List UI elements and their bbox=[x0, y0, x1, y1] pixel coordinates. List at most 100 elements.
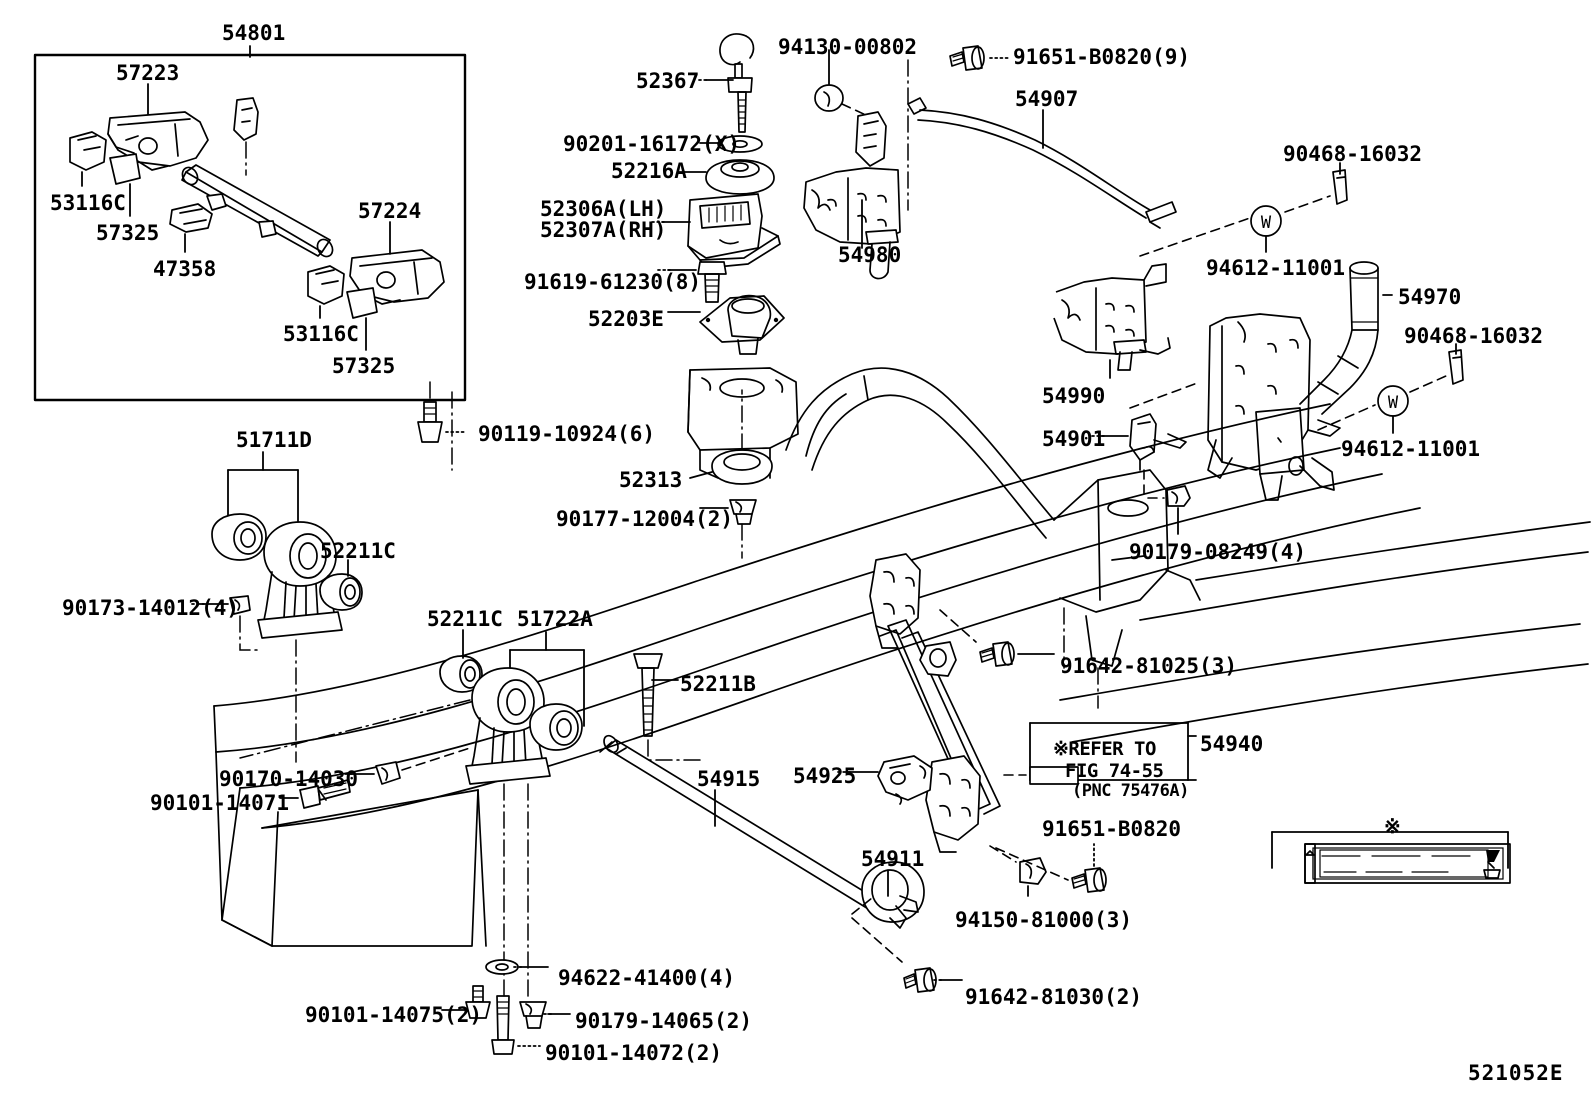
part-53116C-right bbox=[307, 265, 345, 305]
hanger-bracket-51722A bbox=[465, 667, 551, 785]
label-90201-16172: 90201-16172(X) bbox=[563, 132, 741, 156]
part-90101-14075 bbox=[465, 985, 491, 1019]
label-90101-14075: 90101-14075(2) bbox=[305, 1003, 483, 1027]
part-91651-B0820 bbox=[1071, 867, 1107, 893]
part-94622-41400 bbox=[485, 959, 519, 975]
part-90468-16032-upper bbox=[1332, 169, 1348, 205]
label-54925: 54925 bbox=[793, 764, 857, 788]
part-90177-12004 bbox=[729, 499, 757, 525]
label-52306A-LH: 52306A(LH) bbox=[540, 197, 667, 221]
part-91642-81030 bbox=[903, 967, 937, 993]
part-54980 bbox=[803, 111, 901, 280]
asterisk-inset-box bbox=[1271, 831, 1511, 884]
label-51722A: 51722A bbox=[517, 607, 593, 631]
label-54801: 54801 bbox=[222, 21, 286, 45]
part-54990 bbox=[1053, 263, 1171, 371]
part-52203E bbox=[699, 294, 785, 355]
part-90170-14030 bbox=[375, 761, 401, 785]
label-54911: 54911 bbox=[861, 847, 925, 871]
label-90119-10924: 90119-10924(6) bbox=[478, 422, 656, 446]
refer-note-line3: (PNC 75476A) bbox=[1072, 781, 1189, 801]
label-90101-14071: 90101-14071 bbox=[150, 791, 290, 815]
part-47358 bbox=[169, 203, 213, 233]
sheet-code: 521052E bbox=[1468, 1061, 1564, 1085]
svg-text:W: W bbox=[1388, 393, 1399, 413]
label-54915: 54915 bbox=[697, 767, 761, 791]
label-52367: 52367 bbox=[636, 69, 700, 93]
label-54901: 54901 bbox=[1042, 427, 1106, 451]
label-54940: 54940 bbox=[1200, 732, 1264, 756]
part-51722A-group bbox=[439, 629, 585, 785]
label-94130-00802: 94130-00802 bbox=[778, 35, 918, 59]
label-54970: 54970 bbox=[1398, 285, 1462, 309]
label-94622-41400: 94622-41400(4) bbox=[558, 966, 736, 990]
part-57223 bbox=[107, 111, 209, 171]
refer-note-line2: FIG 74-55 bbox=[1065, 760, 1164, 782]
label-94612-11001-lower: 94612-11001 bbox=[1341, 437, 1481, 461]
part-54901 bbox=[1129, 413, 1187, 471]
label-91642-81025: 91642-81025(3) bbox=[1060, 654, 1238, 678]
vehicle-body-structure bbox=[213, 367, 1591, 947]
label-90468-16032-upper: 90468-16032 bbox=[1283, 142, 1423, 166]
part-52211C-c bbox=[529, 703, 583, 751]
svg-text:W: W bbox=[1261, 213, 1272, 233]
label-52216A: 52216A bbox=[611, 159, 687, 183]
part-handle-bracket bbox=[1207, 313, 1341, 501]
refer-callout-54940 bbox=[1003, 722, 1197, 785]
part-52367 bbox=[719, 33, 755, 133]
part-54925 bbox=[877, 755, 933, 805]
label-57325-left: 57325 bbox=[96, 221, 160, 245]
label-94150-81000: 94150-81000(3) bbox=[955, 908, 1133, 932]
asterisk-mark: ※ bbox=[1384, 814, 1401, 838]
part-54970 bbox=[1299, 261, 1379, 415]
label-90179-08249: 90179-08249(4) bbox=[1129, 540, 1307, 564]
part-52211C-b bbox=[439, 655, 483, 693]
inset-small-bracket bbox=[233, 97, 259, 141]
part-90101-14071 bbox=[299, 779, 351, 809]
part-52211C-a bbox=[319, 573, 363, 611]
part-52313 bbox=[711, 449, 773, 485]
part-shaft-tube bbox=[181, 164, 334, 258]
label-57224: 57224 bbox=[358, 199, 422, 223]
part-91642-81025 bbox=[979, 641, 1015, 667]
label-47358: 47358 bbox=[153, 257, 217, 281]
part-54940-assembly bbox=[869, 553, 1001, 853]
label-53116C-right: 53116C bbox=[283, 322, 359, 346]
part-57325-right bbox=[346, 287, 378, 351]
part-54907 bbox=[907, 97, 1177, 229]
label-52307A-RH: 52307A(RH) bbox=[540, 218, 667, 242]
part-54915 bbox=[599, 734, 879, 911]
label-90173-14012: 90173-14012(4) bbox=[62, 596, 240, 620]
refer-note-line1: ※REFER TO bbox=[1053, 738, 1156, 760]
part-94150-81000 bbox=[1019, 857, 1047, 885]
label-54990: 54990 bbox=[1042, 384, 1106, 408]
label-52211C-a: 52211C bbox=[320, 539, 396, 563]
inset-box-54801 bbox=[33, 45, 467, 471]
label-90468-16032-lower: 90468-16032 bbox=[1404, 324, 1544, 348]
label-57325-right: 57325 bbox=[332, 354, 396, 378]
label-57223: 57223 bbox=[116, 61, 180, 85]
part-90201-16172 bbox=[717, 135, 763, 153]
part-51711D-group bbox=[211, 451, 363, 639]
label-51711D: 51711D bbox=[236, 428, 312, 452]
part-53116C-left bbox=[69, 131, 107, 171]
part-90101-14072 bbox=[491, 995, 515, 1055]
part-90119-10924 bbox=[417, 401, 443, 443]
part-90179-14065 bbox=[519, 1001, 547, 1029]
label-54980: 54980 bbox=[838, 243, 902, 267]
part-90468-16032-lower bbox=[1448, 349, 1464, 385]
label-90101-14072: 90101-14072(2) bbox=[545, 1041, 723, 1065]
part-94130-00802 bbox=[814, 84, 844, 112]
label-53116C-left: 53116C bbox=[50, 191, 126, 215]
label-52203E: 52203E bbox=[588, 307, 664, 331]
part-91619-61230 bbox=[697, 261, 727, 303]
label-91619-61230: 91619-61230(8) bbox=[524, 270, 702, 294]
part-90179-08249 bbox=[1166, 485, 1191, 507]
w-mark-upper: W bbox=[1250, 205, 1282, 237]
label-94612-11001-upper: 94612-11001 bbox=[1206, 256, 1346, 280]
part-52211B bbox=[633, 653, 663, 737]
label-91651-B0820: 91651-B0820 bbox=[1042, 817, 1182, 841]
label-91642-81030: 91642-81030(2) bbox=[965, 985, 1143, 1009]
